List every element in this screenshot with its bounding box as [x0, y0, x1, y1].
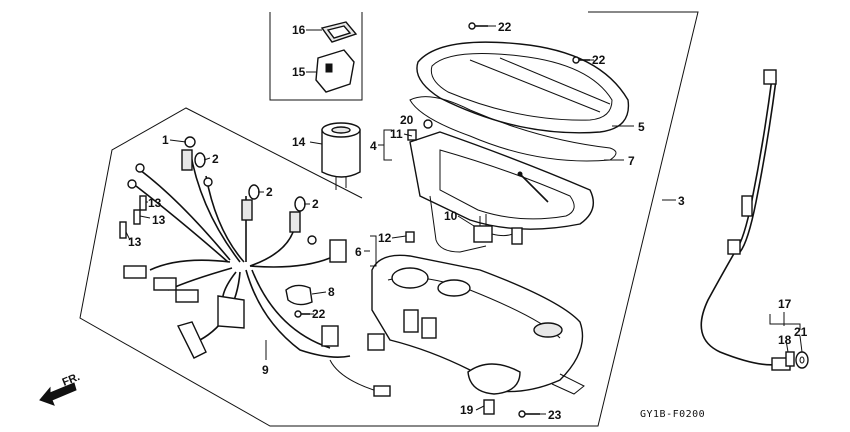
part-21-washer — [795, 351, 809, 369]
part-12-screw — [405, 231, 415, 243]
callout-5: 5 — [638, 120, 645, 134]
callout-12: 12 — [378, 231, 392, 245]
front-label: FR. — [61, 371, 82, 389]
callout-22a: 22 — [498, 20, 512, 34]
callout-17: 17 — [778, 297, 792, 311]
callout-16: 16 — [292, 23, 306, 37]
part-23-screw — [518, 410, 540, 418]
terminal-lugs — [127, 163, 317, 245]
callout-8: 8 — [328, 285, 335, 299]
figure-code: GY1B-F0200 — [640, 409, 705, 420]
callout-labels: 1 2 2 2 3 4 5 6 7 8 9 10 11 12 13 13 13 … — [128, 20, 808, 422]
part-22-screw-a — [468, 22, 488, 30]
part-9-wire-harness — [135, 149, 391, 397]
callout-11: 11 — [390, 127, 403, 141]
callout-19: 19 — [460, 403, 474, 417]
callout-18: 18 — [778, 333, 792, 347]
part-14-capacitor — [321, 122, 361, 190]
part-22-screw-b — [572, 56, 590, 64]
part-10-socket — [429, 195, 523, 253]
small-parts-frame — [269, 12, 363, 101]
callout-3: 3 — [678, 194, 685, 208]
part-2-bulb-c — [289, 196, 306, 233]
part-13-screws — [119, 195, 147, 239]
callout-15: 15 — [292, 65, 306, 79]
callout-20: 20 — [400, 113, 414, 127]
part-17-speedo-cable — [700, 69, 791, 371]
part-16-seal — [320, 21, 358, 43]
harness-connectors — [123, 239, 385, 359]
callout-13b: 13 — [152, 213, 166, 227]
callout-1: 1 — [162, 133, 169, 147]
callout-7: 7 — [628, 154, 635, 168]
meter-panel — [409, 131, 594, 230]
callout-14: 14 — [292, 135, 306, 149]
part-20-screw — [423, 119, 433, 129]
callout-2b: 2 — [266, 185, 273, 199]
callout-13a: 13 — [148, 196, 162, 210]
part-2-bulb-b — [241, 184, 260, 221]
callout-21: 21 — [794, 325, 808, 339]
part-22-screw-c — [294, 310, 310, 318]
callout-10: 10 — [444, 209, 458, 223]
callout-13c: 13 — [128, 235, 142, 249]
part-7-gasket — [409, 96, 617, 162]
part-19-bolt — [483, 399, 495, 415]
callout-6: 6 — [355, 245, 362, 259]
callout-9: 9 — [262, 363, 269, 377]
callout-2c: 2 — [312, 197, 319, 211]
part-1-terminal — [184, 136, 196, 148]
leader-lines — [125, 25, 803, 415]
callout-4: 4 — [370, 139, 377, 153]
part-15-relay — [315, 49, 355, 93]
meter-case — [371, 254, 585, 395]
callout-22c: 22 — [312, 307, 326, 321]
part-18-bush — [785, 351, 795, 367]
part-2-bulb-a — [181, 149, 206, 171]
callout-2a: 2 — [212, 152, 219, 166]
callout-23: 23 — [548, 408, 562, 422]
part-8-clamp — [285, 284, 313, 306]
callout-22b: 22 — [592, 53, 606, 67]
main-assembly-frame — [79, 11, 699, 427]
front-direction-arrow: FR. — [39, 371, 82, 406]
